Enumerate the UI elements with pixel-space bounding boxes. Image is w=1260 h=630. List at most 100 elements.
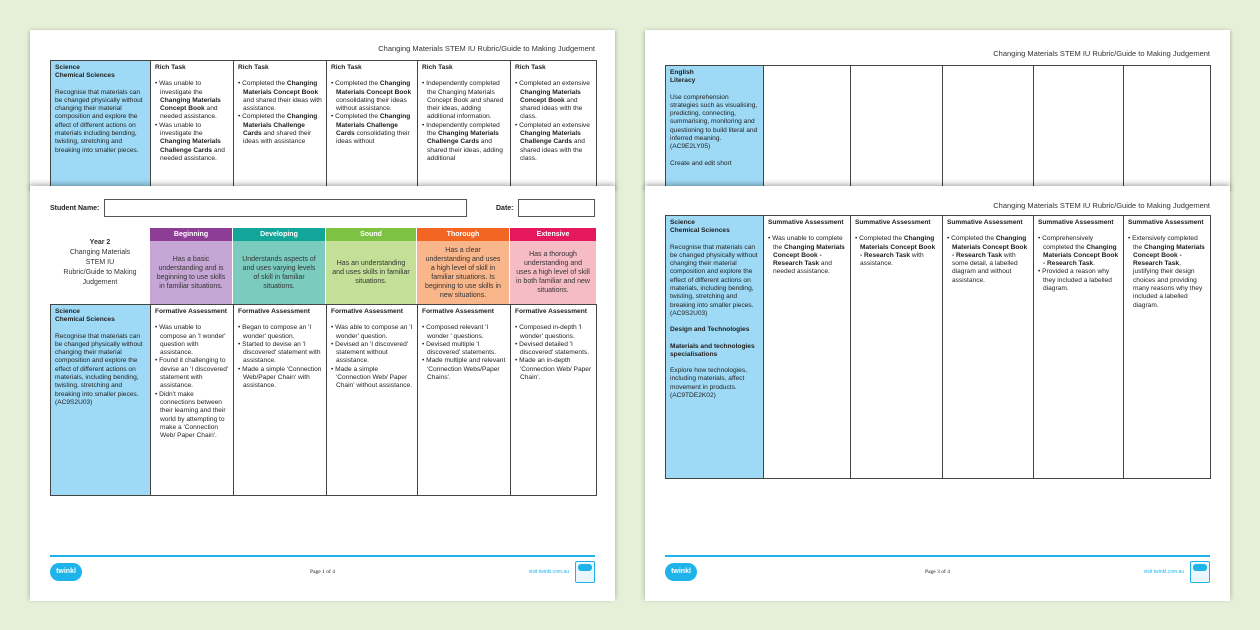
criteria-text: Completed the (242, 113, 287, 121)
assessment-heading: Formative Assessment (155, 308, 227, 315)
rubric-title: Year 2 Changing Materials STEM IU Rubric… (50, 238, 150, 288)
subject-strand: Chemical Sciences (55, 316, 115, 324)
rubric-cell (763, 65, 851, 190)
criteria-text: consolidating their ideas without assist… (336, 96, 407, 113)
assessment-heading: Formative Assessment (515, 308, 587, 315)
page-front-left: Student Name: Date: Year 2 Changing Mate… (30, 186, 615, 601)
assessment-heading: Summative Assessment (1038, 219, 1114, 226)
criteria-item: Made an in-depth 'Connection Web/ Paper … (515, 357, 592, 382)
rubric-cell: Formative AssessmentWas unable to compos… (150, 304, 234, 496)
page-number: Page 1 of 4 (310, 569, 335, 575)
footer-divider (50, 555, 595, 557)
resource-name: Changing Materials Concept Book (336, 80, 412, 96)
criteria-list: Completed the Changing Materials Concept… (331, 80, 413, 146)
criteria-list: Completed the Changing Materials Concept… (238, 80, 322, 146)
criteria-item: Found it challenging to devise an 'I dis… (155, 357, 229, 390)
assessment-heading: Formative Assessment (238, 308, 310, 315)
date-label: Date: (496, 205, 514, 212)
criteria-text: Made a simple 'Connection Web/Paper Chai… (242, 365, 322, 390)
criteria-item: Independently completed the Changing Mat… (422, 122, 506, 163)
level-heading: Beginning (150, 228, 232, 241)
criteria-text: and shared ideas with the class. (520, 138, 585, 162)
rubric-cell: Summative AssessmentComprehensively comp… (1033, 215, 1124, 479)
criteria-item: Was unable to investigate the Changing M… (155, 122, 229, 163)
level-description: Has a basic understanding and is beginni… (150, 241, 232, 304)
resource-name: Changing Materials Challenge Cards (336, 113, 411, 138)
rubric-cell: Rich TaskWas unable to investigate the C… (150, 60, 234, 190)
resource-name: Changing Materials Challenge Cards (160, 138, 221, 154)
criteria-text: Independently completed the Changing Mat… (426, 80, 504, 121)
spacer (422, 72, 506, 80)
criteria-list: Completed an extensive Changing Material… (515, 80, 592, 163)
subject-title: Science (55, 64, 80, 71)
criteria-text: Completed the (242, 80, 287, 88)
criteria-text: Didn't make connections between their le… (159, 390, 226, 440)
criteria-list: Began to compose an 'I wonder' question.… (238, 324, 322, 390)
criteria-text: and shared their ideas with assistance (243, 130, 312, 146)
rubric-title-line: Year 2 (89, 239, 111, 246)
level-description: Has an understanding and uses skills in … (326, 241, 416, 304)
page-header-title: Changing Materials STEM IU Rubric/Guide … (993, 49, 1210, 58)
subject-strand: Literacy (670, 77, 696, 85)
student-name-field[interactable] (104, 199, 467, 217)
rubric-title-line: Changing Materials (69, 249, 131, 256)
level-description: Has a thorough understanding and uses a … (510, 241, 596, 304)
assessment-heading: Rich Task (422, 64, 453, 71)
rubric-title-line: Rubric/Guide to Making (63, 269, 137, 276)
criteria-item: Devised multiple 'I discovered' statemen… (422, 341, 506, 358)
criteria-text: Was able to compose an 'I wonder' questi… (335, 324, 413, 340)
criteria-item: Independently completed the Changing Mat… (422, 80, 506, 121)
criteria-text: Composed relevant 'I wonder ' questions. (426, 324, 489, 340)
assessment-heading: Summative Assessment (768, 219, 844, 226)
assessment-heading: Rich Task (155, 64, 186, 71)
criteria-item: Completed the Changing Materials Concept… (947, 235, 1029, 285)
criteria-list: Was able to compose an 'I wonder' questi… (331, 324, 413, 390)
twinkl-logo: twinkl (665, 563, 697, 581)
page-header-title: Changing Materials STEM IU Rubric/Guide … (378, 44, 595, 53)
spacer (515, 316, 592, 324)
curriculum-descriptor: Create and edit short (670, 159, 732, 167)
date-field[interactable] (518, 199, 595, 217)
criteria-item: Was unable to investigate the Changing M… (155, 80, 229, 121)
criteria-item: Completed the Changing Materials Challen… (331, 113, 413, 146)
subject-title: Science (55, 308, 80, 315)
assessment-heading: Formative Assessment (422, 308, 494, 315)
criteria-text: Started to devise an 'I discovered' stat… (242, 340, 321, 365)
criteria-text: and needed assistance. (160, 146, 225, 162)
criteria-text: Was unable to complete the (772, 235, 843, 251)
criteria-item: Was unable to compose an 'I wonder' ques… (155, 324, 229, 357)
subject-title: Materials and technologies specialisatio… (670, 342, 755, 358)
website-link[interactable]: visit twinkl.com.au (528, 569, 569, 575)
curriculum-descriptor: Recognise that materials can be changed … (670, 243, 758, 317)
rubric-cell (1123, 65, 1211, 190)
criteria-text: Made a simple 'Connection Web/ Paper Cha… (335, 365, 413, 390)
resource-name: Changing Materials Challenge Cards (520, 130, 581, 146)
criteria-text: and shared ideas with the class. (520, 96, 583, 121)
resource-name: Changing Materials Concept Book - Resear… (1043, 243, 1119, 268)
page-back-left: Changing Materials STEM IU Rubric/Guide … (30, 30, 615, 190)
criteria-text: Devised detailed 'I discovered' statemen… (519, 340, 590, 357)
criteria-text: Composed in-depth 'I wonder' questions. (519, 324, 582, 340)
curriculum-descriptor: Recognise that materials can be changed … (55, 88, 143, 154)
criteria-item: Provided a reason why they included a la… (1038, 268, 1119, 293)
criteria-list: Completed the Changing Materials Concept… (947, 235, 1029, 285)
assessment-heading: Formative Assessment (331, 308, 403, 315)
resource-name: Changing Materials Challenge Cards (427, 130, 499, 146)
spacer (947, 227, 1029, 235)
page-back-right: Changing Materials STEM IU Rubric/Guide … (645, 30, 1230, 190)
criteria-item: Extensively completed the Changing Mater… (1128, 235, 1206, 310)
criteria-item: Devised an 'I discovered' statement with… (331, 341, 413, 366)
resource-name: Changing Materials Concept Book - Resear… (952, 235, 1028, 259)
criteria-text: and shared their ideas, adding additiona… (427, 138, 503, 162)
spacer (155, 72, 229, 80)
website-link[interactable]: visit twinkl.com.au (1143, 569, 1184, 575)
criteria-text: Completed an extensive (519, 121, 590, 129)
criteria-list: Extensively completed the Changing Mater… (1128, 235, 1206, 310)
page-front-right: Changing Materials STEM IU Rubric/Guide … (645, 186, 1230, 601)
